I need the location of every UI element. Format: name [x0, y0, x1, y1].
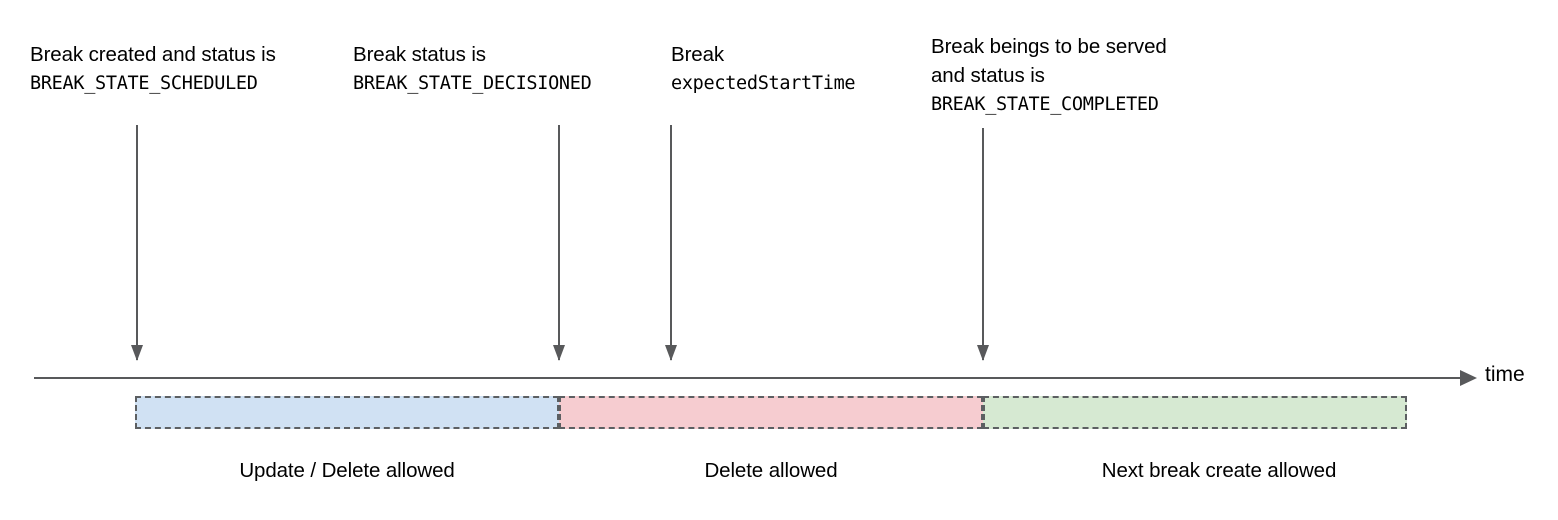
annotation-decisioned: Break status is BREAK_STATE_DECISIONED	[353, 40, 592, 98]
annotation-line-code: expectedStartTime	[671, 73, 856, 94]
pointer-arrow-scheduled	[131, 125, 143, 361]
time-axis-line	[34, 377, 1460, 380]
pointer-arrow-completed	[977, 128, 989, 361]
annotation-line-code: BREAK_STATE_COMPLETED	[931, 94, 1159, 115]
phase-caption-next-break-create: Next break create allowed	[1101, 459, 1337, 482]
annotation-line: Break created and status is	[30, 43, 276, 66]
phase-bar-delete-only	[559, 396, 983, 429]
annotation-line: Break status is	[353, 43, 486, 66]
phase-bar-next-break-create	[983, 396, 1407, 429]
arrow-down-icon	[131, 345, 143, 361]
arrow-down-icon	[977, 345, 989, 361]
annotation-line: and status is	[931, 64, 1045, 87]
annotation-expected-start-time: Break expectedStartTime	[671, 40, 856, 98]
annotation-line: Break beings to be served	[931, 35, 1167, 58]
annotation-completed: Break beings to be served and status is …	[931, 32, 1167, 119]
pointer-arrow-expected-start-time	[665, 125, 677, 361]
arrow-down-icon	[665, 345, 677, 361]
arrow-shaft	[136, 125, 138, 360]
arrow-shaft	[670, 125, 672, 360]
annotation-scheduled: Break created and status is BREAK_STATE_…	[30, 40, 276, 98]
time-axis-label: time	[1485, 363, 1525, 386]
arrow-down-icon	[553, 345, 565, 361]
annotation-line-code: BREAK_STATE_SCHEDULED	[30, 73, 258, 94]
phase-bar-update-delete	[135, 396, 559, 429]
pointer-arrow-decisioned	[553, 125, 565, 361]
phase-caption-delete-only: Delete allowed	[704, 459, 838, 482]
arrow-shaft	[558, 125, 560, 360]
annotation-line-code: BREAK_STATE_DECISIONED	[353, 73, 592, 94]
annotation-line: Break	[671, 43, 725, 66]
arrow-right-icon	[1460, 370, 1477, 386]
phase-caption-update-delete: Update / Delete allowed	[239, 459, 455, 482]
arrow-shaft	[982, 128, 984, 360]
